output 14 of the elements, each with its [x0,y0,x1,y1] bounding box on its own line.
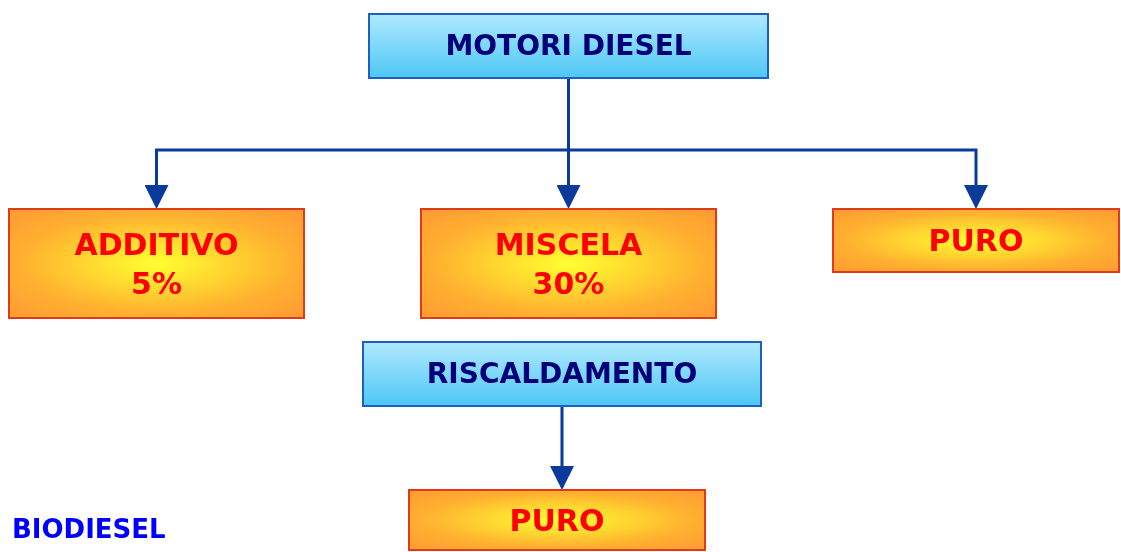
process-box [368,13,769,79]
box-label: PURO [509,501,605,540]
box-label: MISCELA 30% [493,225,644,303]
process-box [420,208,717,319]
box-label: RISCALDAMENTO [426,355,698,392]
process-box [832,208,1120,273]
process-box [362,341,762,407]
process-box [408,489,706,551]
arrow [550,407,574,490]
box-label: ADDITIVO 5% [73,225,240,303]
process-box [8,208,305,319]
caption-label: BIODIESEL [12,513,166,546]
box-label: MOTORI DIESEL [445,27,692,64]
box-label: PURO [928,222,1024,260]
